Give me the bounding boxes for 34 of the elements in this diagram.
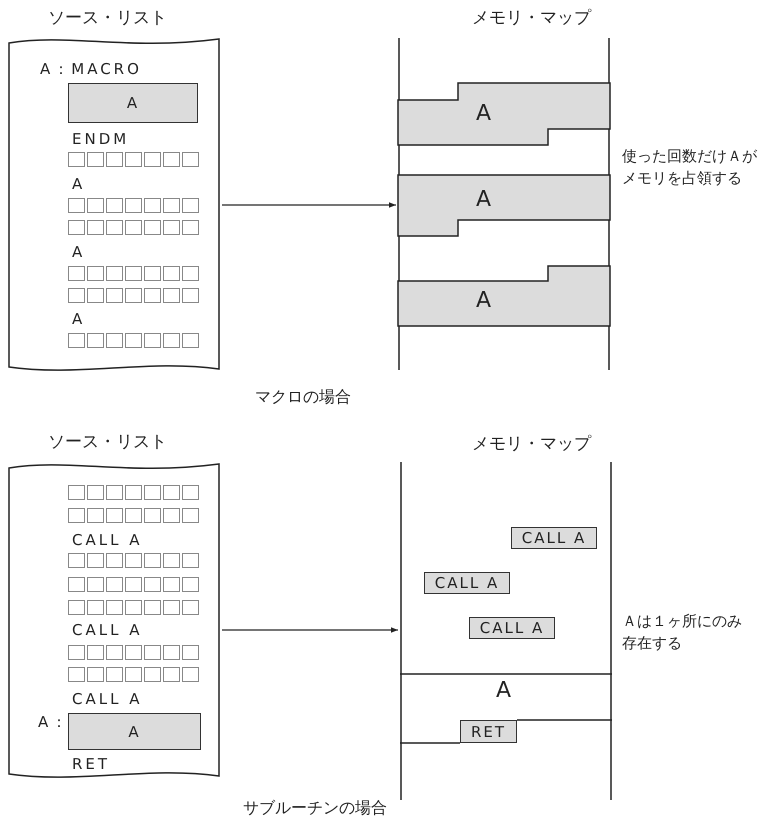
section-heading: ソース・リスト [48, 431, 167, 453]
code-block-box: A [68, 713, 201, 750]
code-line: ENDM [72, 130, 130, 148]
memory-block [398, 175, 610, 236]
note-text: Ａは１ヶ所にのみ存在する [622, 611, 743, 654]
arrow [222, 202, 396, 208]
memory-block [398, 83, 610, 145]
block-label: A [476, 288, 492, 313]
section-heading: メモリ・マップ [472, 7, 591, 29]
block-label: A [476, 187, 492, 212]
note-text: 使った回数だけＡがメモリを占領する [622, 146, 758, 189]
section-heading: メモリ・マップ [472, 433, 591, 455]
caption: サブルーチンの場合 [243, 798, 387, 819]
code-line: CALL A [72, 531, 142, 549]
block-label: A [476, 101, 492, 126]
arrow [222, 627, 398, 633]
code-line: RET [72, 755, 110, 773]
code-line: A：MACRO [40, 60, 142, 78]
code-block-box: A [68, 83, 198, 123]
code-line: CALL A [72, 621, 142, 639]
code-block-box: CALL A [511, 527, 597, 549]
block-label: A [496, 678, 512, 703]
code-block-box: RET [460, 720, 517, 743]
code-line: A [72, 175, 86, 193]
code-line: A： [38, 713, 70, 731]
caption: マクロの場合 [255, 387, 351, 408]
code-line: A [72, 310, 86, 328]
section-heading: ソース・リスト [48, 7, 167, 29]
code-line: CALL A [72, 690, 142, 708]
code-line: A [72, 243, 86, 261]
code-block-box: CALL A [469, 617, 555, 639]
routine-region [400, 674, 612, 743]
memory-block [398, 266, 610, 326]
code-block-box: CALL A [424, 572, 510, 594]
